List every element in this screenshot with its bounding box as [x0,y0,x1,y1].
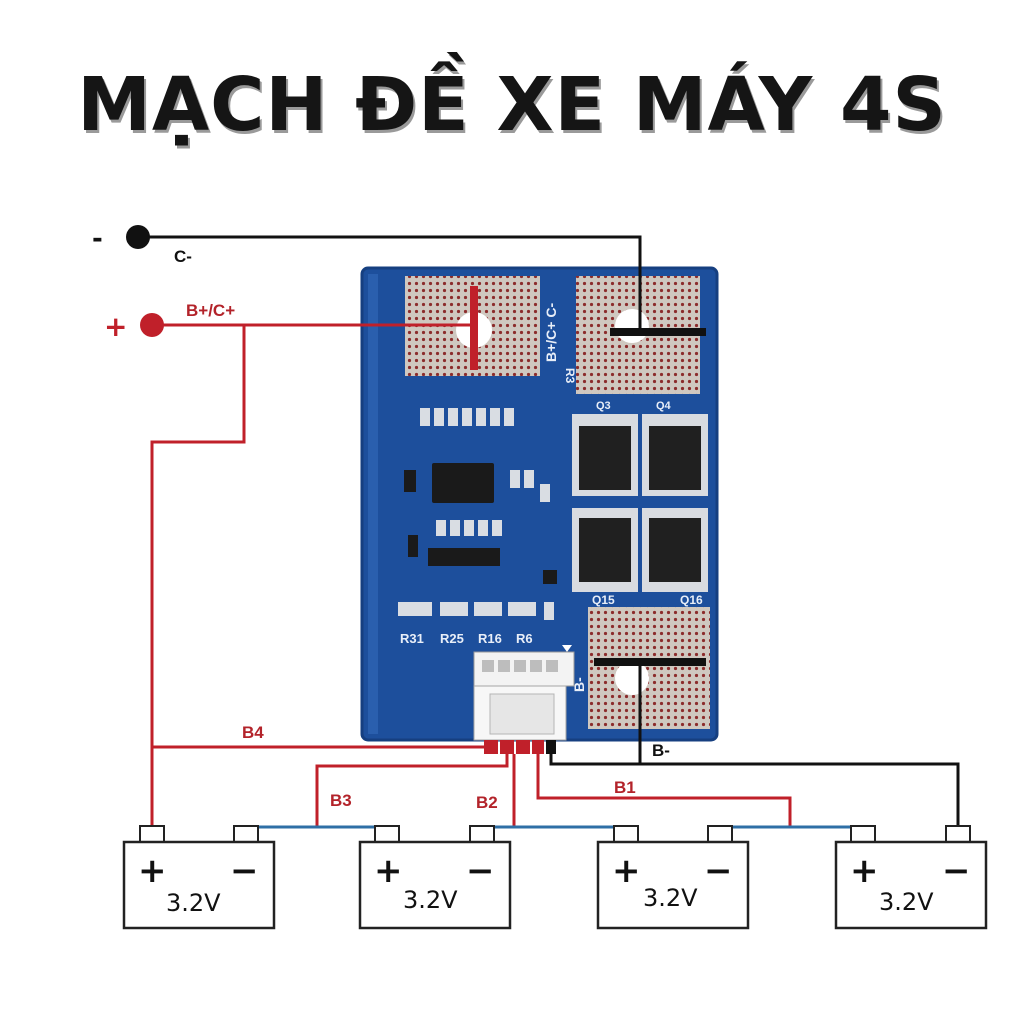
battery-1-minus: − [230,851,259,891]
mosfet-label-q4: Q4 [656,400,672,412]
wire-b-plus-to-battery [150,325,246,826]
battery-2-plus: + [374,851,403,891]
diagram-title: MẠCH ĐỀ XE MÁY 4S [77,62,947,148]
battery-2-voltage: 3.2V [403,886,458,914]
pad-bottom-label: B- [571,677,587,692]
resistor-label-r31: R31 [400,631,424,646]
mosfet-label-q16: Q16 [680,593,703,607]
positive-terminal [140,313,164,337]
resistor-label-r16: R16 [478,631,502,646]
battery-4-voltage: 3.2V [879,888,934,916]
label-b3: B3 [330,791,352,810]
battery-1: + − 3.2V [122,825,276,930]
mosfet-group [572,414,708,592]
wire-b3 [315,754,509,826]
battery-2-minus: − [466,851,495,891]
mosfet-label-q3: Q3 [596,400,611,412]
battery-4: + − 3.2V [834,825,988,930]
label-b-minus: B- [652,741,670,760]
label-b4: B4 [242,723,264,742]
battery-1-plus: + [138,851,167,891]
pad-bottom [588,607,710,729]
battery-3: + − 3.2V [596,825,750,930]
balance-connector [473,651,575,754]
battery-4-plus: + [850,851,879,891]
wire-b-minus-battery [551,762,960,828]
label-c-minus: C- [174,247,192,266]
negative-terminal [126,225,150,249]
battery-3-voltage: 3.2V [643,884,698,912]
positive-symbol: + [104,310,127,343]
negative-symbol: - [92,224,103,254]
pad-top-label: B+/C+ C- [543,303,559,362]
resistor-label-r25: R25 [440,631,464,646]
wire-b4 [152,745,493,754]
mosfet-label-q15: Q15 [592,593,615,607]
label-b1: B1 [614,778,636,797]
label-b2: B2 [476,793,498,812]
wire-c-minus [138,235,642,332]
resistor-label-r6: R6 [516,631,533,646]
label-b-plus-c-plus: B+/C+ [186,301,235,320]
battery-4-minus: − [942,851,971,891]
battery-3-minus: − [704,851,733,891]
marking-r3: R3 [563,368,577,384]
wire-b1 [536,754,792,826]
bms-board: Q3 Q4 Q15 Q16 R3 B+/C+ C- B- R31 R25 R16… [360,266,719,754]
battery-3-plus: + [612,851,641,891]
battery-2: + − 3.2V [358,825,512,930]
battery-1-voltage: 3.2V [166,889,221,917]
